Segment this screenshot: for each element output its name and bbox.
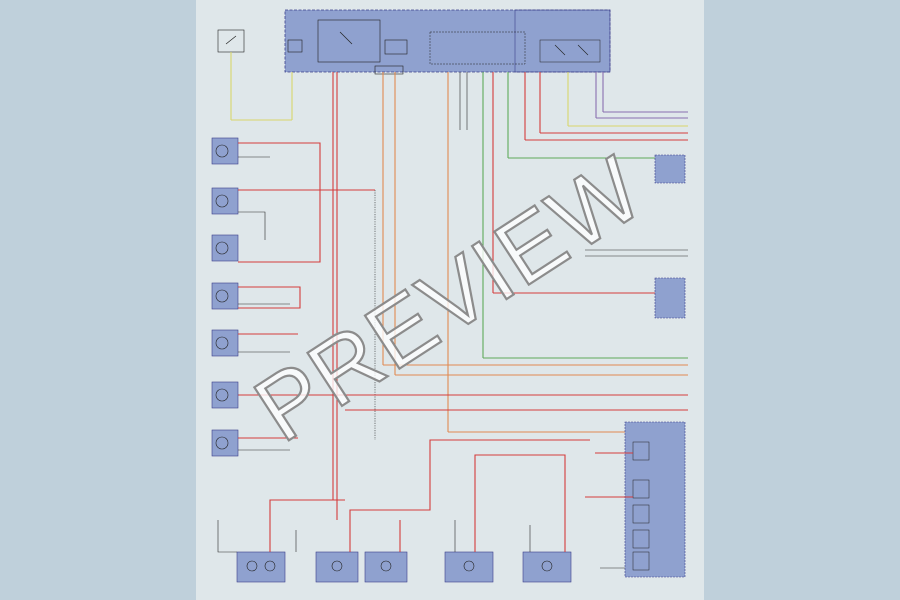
battery-saver-relay (317, 19, 381, 63)
switch-cell-1 (632, 441, 650, 461)
wire-harness-horizontal (238, 111, 688, 433)
switch-cell-2 (632, 479, 650, 499)
lamp-feed-1 (238, 142, 321, 263)
bottom-lamp-row (217, 439, 590, 583)
switch-contact (225, 35, 237, 45)
wire-harness-vertical (230, 52, 604, 520)
lamp-feed-3 (238, 286, 301, 309)
bottom-feed-1 (269, 499, 345, 552)
lamp-block-3 (211, 234, 239, 262)
bulb-icon-3 (215, 241, 229, 255)
lamp-block-1 (211, 137, 239, 165)
bottom-lamp-2 (315, 551, 359, 583)
bottom-lamp-3 (364, 551, 408, 583)
relay-coil (384, 39, 408, 55)
bulb-icon-5 (215, 336, 229, 350)
bulb-icon-b6 (541, 560, 553, 572)
bottom-lamp-5 (522, 551, 572, 583)
bulb-icon-b2 (264, 560, 276, 572)
lamp-block-4 (211, 282, 239, 310)
right-switch-column (585, 154, 686, 578)
lamp-ground-2 (238, 211, 266, 240)
lamp-block-7 (211, 429, 239, 457)
bulb-icon-7 (215, 436, 229, 450)
bulb-icon-b3 (331, 560, 343, 572)
bulb-icon-b1 (246, 560, 258, 572)
door-ajar-switch-box (654, 277, 686, 319)
bottom-ground-3 (217, 520, 237, 553)
bulb-icon-6 (215, 388, 229, 402)
driver-contact-a (554, 44, 566, 56)
switch-input-block (429, 31, 526, 65)
bottom-feed-4 (474, 454, 566, 552)
lamp-block-6 (211, 381, 239, 409)
driver-contact-b (577, 44, 589, 56)
control-module-box (284, 9, 611, 73)
bulb-icon-b4 (380, 560, 392, 572)
door-lock-switch-box (654, 154, 686, 184)
relay-pin-block (374, 65, 404, 75)
body-control-module (284, 9, 611, 75)
bulb-icon-2 (215, 194, 229, 208)
output-driver-block (539, 39, 601, 63)
relay-contact (339, 31, 353, 45)
lamp-block-5 (211, 329, 239, 357)
sub-module-box (514, 9, 611, 73)
bottom-lamp-1 (236, 551, 286, 583)
switch-cell-3 (632, 504, 650, 524)
bulb-icon-b5 (463, 560, 475, 572)
module-relay-coil (287, 39, 303, 53)
door-switch-assembly (624, 421, 686, 578)
bulb-icon-1 (215, 144, 229, 158)
bulb-icon-4 (215, 289, 229, 303)
bottom-feed-2 (349, 439, 590, 552)
bottom-lamp-4 (444, 551, 494, 583)
left-lamp-column (211, 137, 375, 457)
lamp-block-2 (211, 187, 239, 215)
switch-cell-5 (632, 551, 650, 571)
switch-cell-4 (632, 529, 650, 549)
